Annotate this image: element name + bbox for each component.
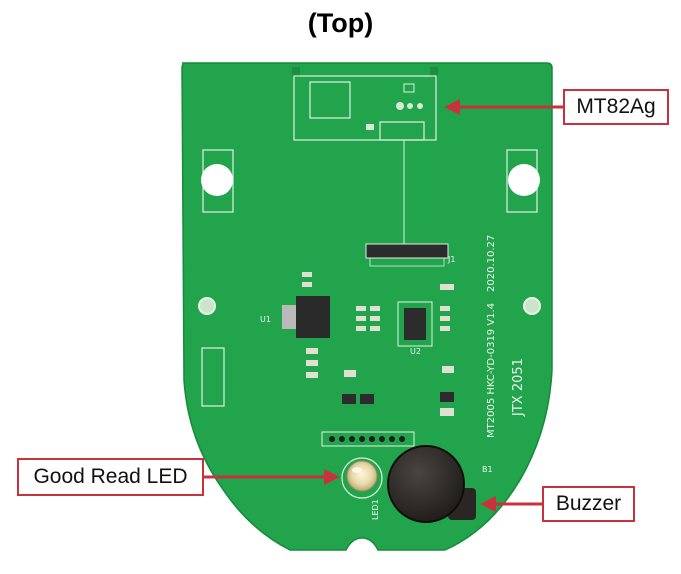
mt82ag-smd xyxy=(403,83,415,93)
pin-header xyxy=(321,431,415,447)
smd-array-right xyxy=(440,284,454,331)
led1-label: LED1 xyxy=(371,499,380,520)
arrow-led xyxy=(204,469,340,485)
hole-left xyxy=(198,297,216,315)
mt82ag-component-2 xyxy=(407,103,413,109)
brand-text: JTX 2051 xyxy=(511,358,526,417)
top-pad-left xyxy=(292,67,300,77)
page-title: (Top) xyxy=(307,8,374,38)
mt82ag-smd-2 xyxy=(366,124,374,130)
smd-column-left xyxy=(306,348,318,378)
j1-label: J1 xyxy=(447,255,455,264)
mt82ag-pad xyxy=(379,121,425,141)
top-pad-right xyxy=(430,67,438,77)
buzzer-callout: Buzzer xyxy=(542,486,635,522)
u2-chip xyxy=(397,301,433,347)
board-date-text: 2020.10.27 xyxy=(486,235,497,292)
arrow-buzzer xyxy=(480,496,542,512)
u2-body xyxy=(404,308,426,340)
good-read-led-callout: Good Read LED xyxy=(17,458,204,496)
good-read-led xyxy=(341,457,383,499)
u1-label: U1 xyxy=(260,315,271,324)
j1-pins xyxy=(369,257,445,267)
u1-tab xyxy=(282,305,296,329)
board-id-text: MT2005 HKC-YD-0319 V1.4 xyxy=(486,303,497,438)
u2-label: U2 xyxy=(410,347,421,356)
arrow-mt82ag xyxy=(444,99,563,115)
smd-q1 xyxy=(440,366,454,416)
hole-right xyxy=(523,297,541,315)
cap-c1 xyxy=(302,272,312,277)
pcb-board xyxy=(181,62,553,551)
mount-right xyxy=(506,149,540,213)
mt82ag-chip-outline xyxy=(309,81,351,119)
b1-label: B1 xyxy=(482,465,493,474)
u1-regulator xyxy=(296,296,330,338)
j1-connector xyxy=(365,243,449,259)
smd-q2 xyxy=(342,370,374,404)
mt82ag-callout: MT82Ag xyxy=(563,89,669,125)
pad-left xyxy=(201,347,225,407)
smd-array-left xyxy=(356,306,380,331)
buzzer xyxy=(387,445,476,523)
cap-c2 xyxy=(302,282,312,287)
mt82ag-component xyxy=(396,102,404,110)
mt82ag-component-3 xyxy=(417,103,423,109)
mt82ag-outline xyxy=(293,75,437,141)
mount-left xyxy=(201,149,234,213)
